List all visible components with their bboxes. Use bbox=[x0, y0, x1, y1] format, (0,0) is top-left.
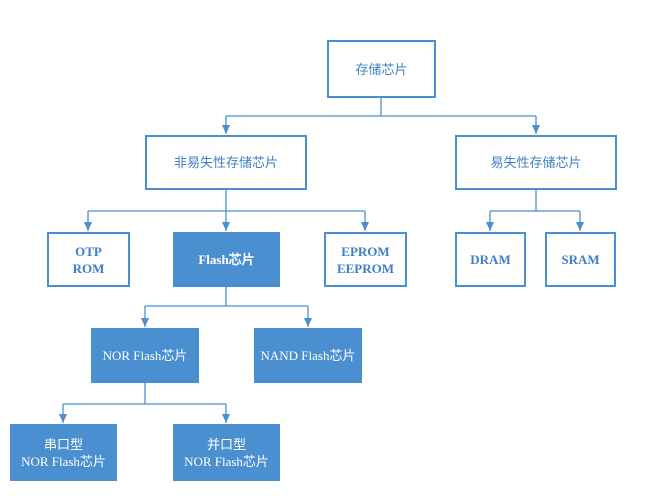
node-sram: SRAM bbox=[545, 232, 616, 287]
node-parallel-nor-flash-chip: 并口型 NOR Flash芯片 bbox=[173, 424, 280, 481]
node-serial-nor-flash-chip: 串口型 NOR Flash芯片 bbox=[10, 424, 117, 481]
node-volatile-label: 易失性存储芯片 bbox=[490, 155, 582, 170]
node-volatile-storage-chip: 易失性存储芯片 bbox=[455, 135, 617, 190]
node-storage-chip: 存储芯片 bbox=[327, 40, 436, 98]
node-nand-label: NAND Flash芯片 bbox=[260, 348, 356, 363]
node-eprom-line-1: EPROM bbox=[341, 243, 390, 259]
node-parallel-nor-line-1: 并口型 bbox=[206, 436, 246, 452]
node-eprom-eeprom: EPROM EEPROM bbox=[324, 232, 407, 287]
node-dram: DRAM bbox=[455, 232, 526, 287]
node-sram-label: SRAM bbox=[561, 252, 600, 267]
node-otp-rom-line-1: OTP bbox=[75, 243, 102, 259]
node-serial-nor-line-2: NOR Flash芯片 bbox=[21, 453, 106, 469]
node-nand-flash-chip: NAND Flash芯片 bbox=[254, 328, 362, 383]
node-parallel-nor-line-2: NOR Flash芯片 bbox=[184, 453, 269, 469]
node-serial-nor-line-1: 串口型 bbox=[43, 436, 83, 452]
node-nor-flash-chip: NOR Flash芯片 bbox=[91, 328, 199, 383]
node-dram-label: DRAM bbox=[470, 252, 511, 267]
node-flash-label: Flash芯片 bbox=[198, 252, 255, 267]
node-storage-chip-label: 存储芯片 bbox=[355, 61, 408, 77]
node-flash-chip: Flash芯片 bbox=[173, 232, 280, 287]
node-nonvolatile-label: 非易失性存储芯片 bbox=[173, 155, 278, 170]
node-nor-label: NOR Flash芯片 bbox=[102, 348, 188, 363]
node-otp-rom-line-2: ROM bbox=[72, 260, 105, 276]
node-eprom-line-2: EEPROM bbox=[336, 260, 395, 276]
node-nonvolatile-storage-chip: 非易失性存储芯片 bbox=[145, 135, 307, 190]
node-otp-rom: OTP ROM bbox=[47, 232, 130, 287]
